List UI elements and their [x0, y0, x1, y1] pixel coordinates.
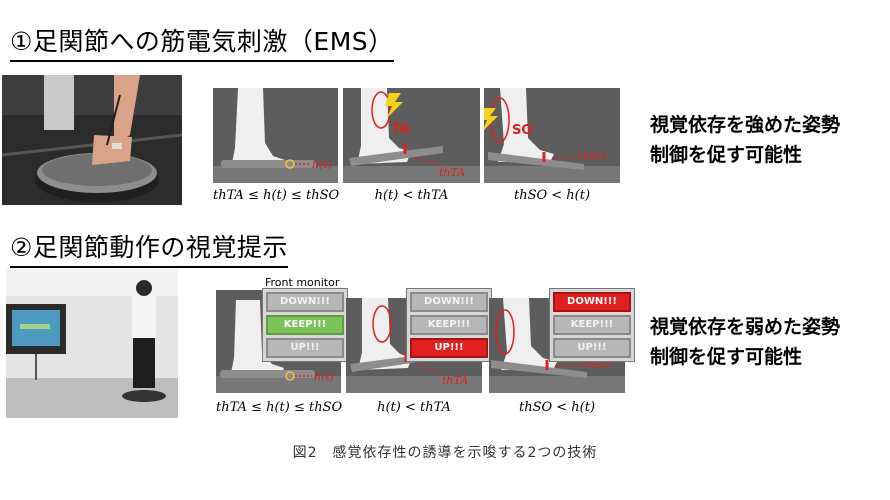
panel-label: thTA — [442, 374, 468, 387]
up-indicator: UP!!! — [410, 338, 488, 358]
formula: thSO < h(t) — [513, 188, 591, 203]
down-indicator: DOWN!!! — [266, 292, 344, 312]
section1-heading: ①足関節への筋電気刺激（EMS） — [10, 22, 394, 62]
panel-label: thTA — [439, 166, 465, 179]
section2-heading: ②足関節動作の視覚提示 — [10, 228, 288, 268]
front-monitor-so: DOWN!!! KEEP!!! UP!!! — [549, 288, 635, 362]
ems-panel-ta: TA thTA — [343, 88, 480, 183]
stim-label-ta: TA — [392, 122, 410, 137]
panel-label: h(t) — [314, 370, 334, 383]
formula: thTA ≤ h(t) ≤ thSO — [216, 400, 343, 415]
ems-panel-so: SO thSO — [484, 88, 620, 183]
up-indicator: UP!!! — [553, 338, 631, 358]
formula: h(t) < thTA — [374, 188, 449, 203]
front-monitor-ta: DOWN!!! KEEP!!! UP!!! — [406, 288, 492, 362]
panel-label: h(t) — [312, 158, 332, 171]
down-indicator: DOWN!!! — [553, 292, 631, 312]
visual-feedback-photo — [6, 268, 178, 418]
down-indicator: DOWN!!! — [410, 292, 488, 312]
section2-conclusion: 視覚依存を弱めた姿勢 制御を促す可能性 — [650, 316, 841, 368]
keep-indicator: KEEP!!! — [553, 315, 631, 335]
front-monitor-neutral: DOWN!!! KEEP!!! UP!!! — [262, 288, 348, 362]
stim-label-so: SO — [512, 123, 532, 138]
panel-label: thSO — [578, 150, 606, 163]
section1-conclusion: 視覚依存を強めた姿勢 制御を促す可能性 — [650, 114, 841, 166]
keep-indicator: KEEP!!! — [266, 315, 344, 335]
formula: h(t) < thTA — [377, 400, 451, 415]
lightning-icon — [385, 93, 403, 118]
ems-photo — [2, 75, 182, 205]
formula: thTA ≤ h(t) ≤ thSO — [213, 188, 340, 203]
lightning-icon — [484, 108, 498, 130]
ems-panel-neutral: h(t) — [213, 88, 338, 183]
figure-caption: 図2 感覚依存性の誘導を示唆する2つの技術 — [292, 445, 598, 461]
up-indicator: UP!!! — [266, 338, 344, 358]
formula: thSO < h(t) — [518, 400, 596, 415]
front-monitor-label: Front monitor — [262, 276, 343, 289]
keep-indicator: KEEP!!! — [410, 315, 488, 335]
